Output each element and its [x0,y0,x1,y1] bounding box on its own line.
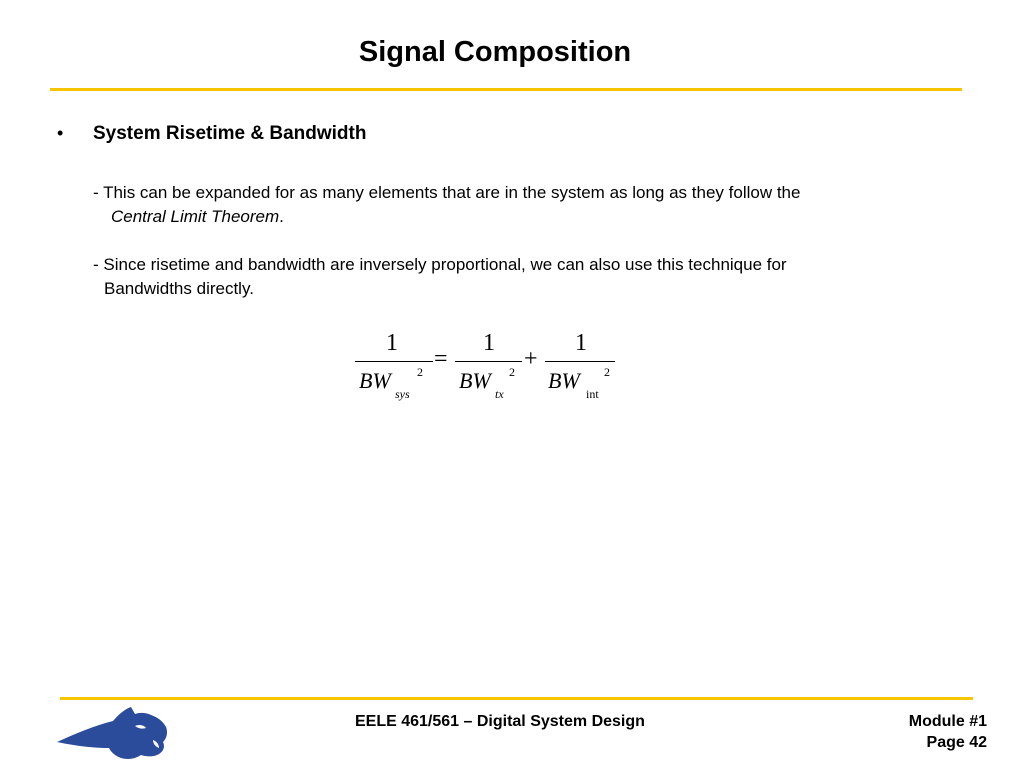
bullet-symbol: • [57,123,64,143]
slide-title: Signal Composition [358,36,632,68]
paragraph-1-period: . [279,207,284,226]
fraction-bar-int [545,361,615,362]
plus-sign: + [524,346,538,372]
bullet-heading: System Risetime & Bandwidth [93,123,367,144]
symbol-int: BW [548,368,580,393]
bobcat-mouth-shape [153,740,159,748]
symbol-sys: BW [359,368,391,393]
footer-page-info: Module #1 Page 42 [909,711,987,753]
bottom-divider [60,697,973,700]
paragraph-2-line-2: Bandwidths directly. [104,279,254,298]
numerator-sys: 1 [386,330,398,356]
fraction-bar-sys [355,361,433,362]
numerator-tx: 1 [483,330,495,356]
fraction-bar-tx [455,361,522,362]
footer-course-title: EELE 461/561 – Digital System Design [355,713,645,730]
numerator-int: 1 [575,330,587,356]
subscript-sys: sys [395,387,410,401]
paragraph-1-line-1: - This can be expanded for as many eleme… [93,183,801,202]
exponent-sys: 2 [417,365,423,379]
bandwidth-equation: 1 BW 2 sys = 1 BW 2 tx + 1 BW 2 int [350,330,625,405]
symbol-tx: BW [459,368,491,393]
bobcat-logo-icon [57,707,167,759]
exponent-int: 2 [604,365,610,379]
subscript-int: int [586,387,599,401]
paragraph-2-line-1: - Since risetime and bandwidth are inver… [93,255,787,274]
subscript-tx: tx [495,387,504,401]
equals-sign: = [434,346,448,372]
page-number: Page 42 [926,734,987,751]
theorem-name: Central Limit Theorem [111,207,280,226]
paragraph-1-line-2: Central Limit Theorem. [111,205,284,229]
bobcat-eye-shape [135,724,146,729]
bobcat-head-shape [57,707,167,759]
module-number: Module #1 [908,713,987,730]
exponent-tx: 2 [509,365,515,379]
top-divider [50,88,962,91]
